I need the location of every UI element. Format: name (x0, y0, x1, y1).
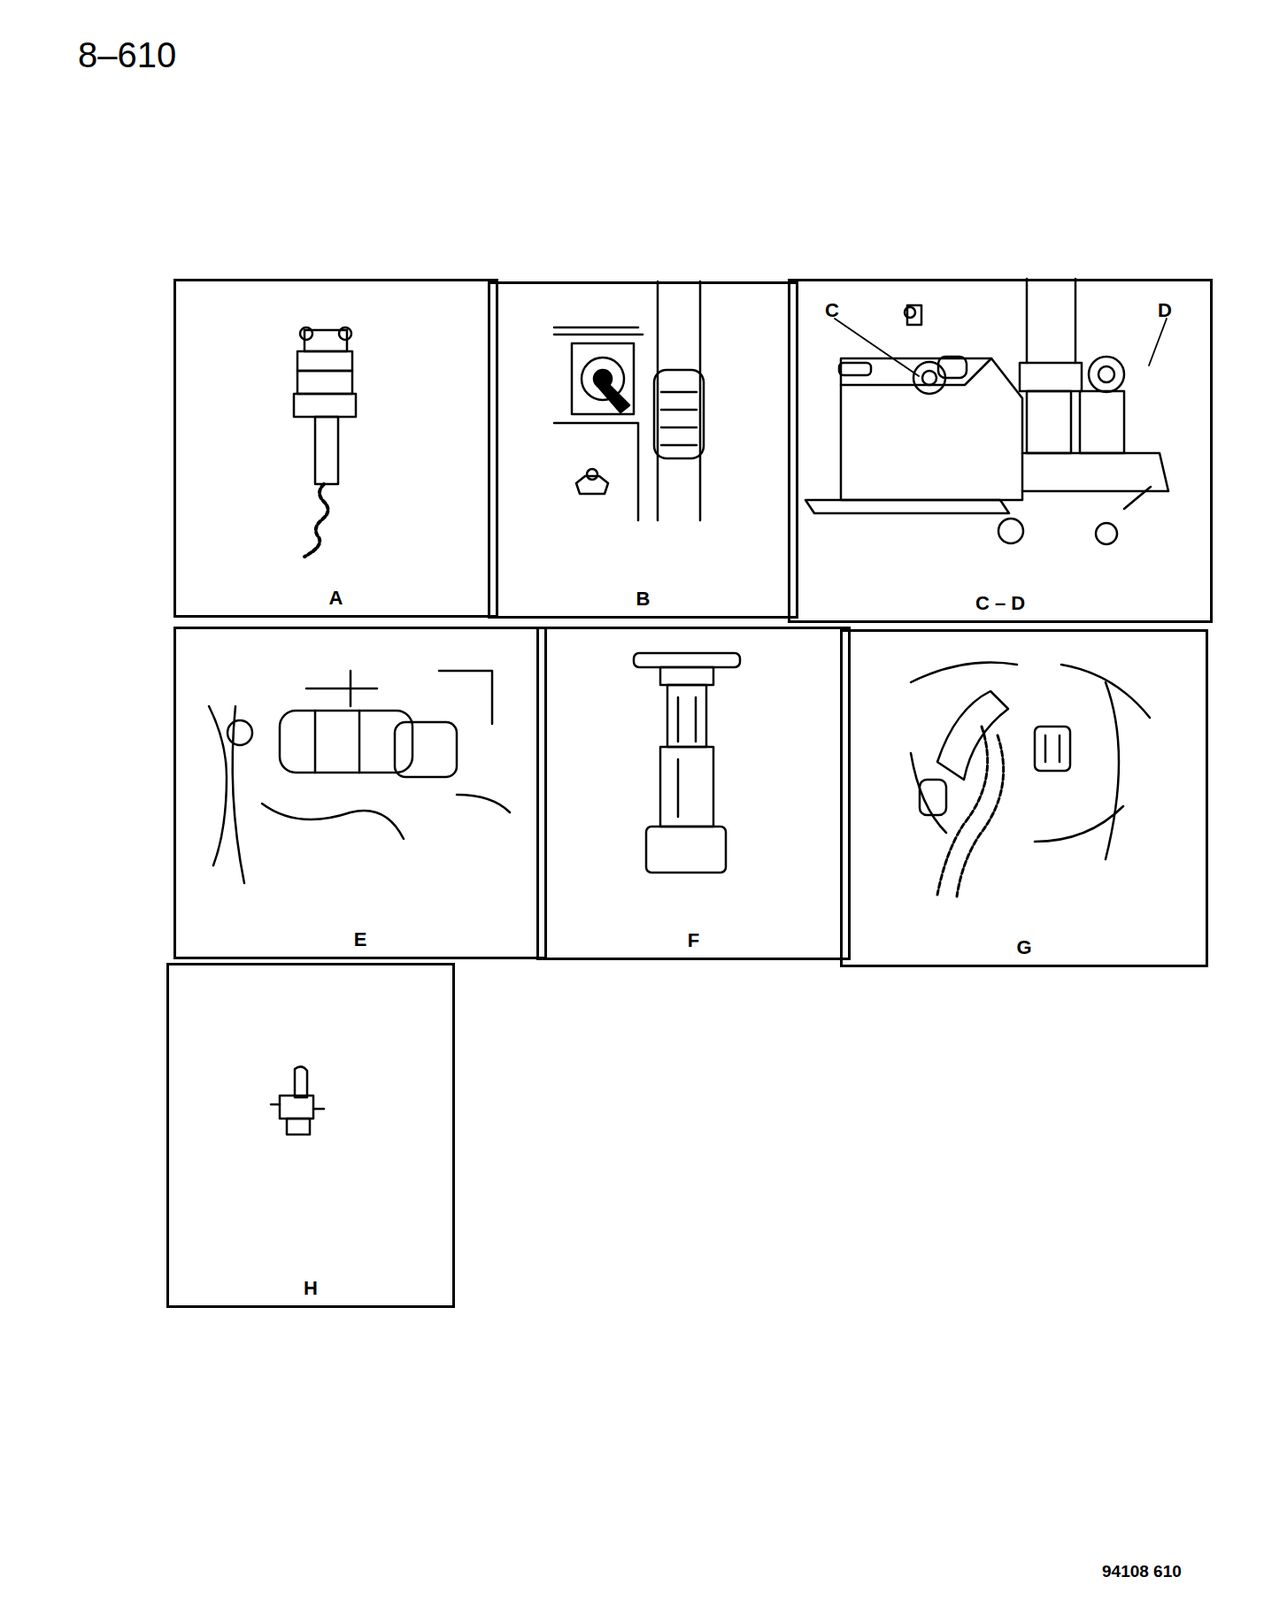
figure-panel: B (487, 281, 799, 619)
panel-letter: G (842, 936, 1206, 960)
panel-letter: H (169, 1277, 453, 1301)
engine-drawing (805, 278, 1169, 545)
figure-panel: A (173, 278, 499, 618)
figure-panel: E (173, 626, 548, 960)
page-number: 8–610 (77, 37, 177, 73)
callout-letter: C (824, 300, 840, 321)
figure-panel: C – D (787, 278, 1213, 624)
panel-letter: A (176, 586, 496, 610)
panel-letter: B (490, 587, 796, 611)
pump-drawing (633, 653, 740, 873)
sensor-drawing (554, 281, 704, 521)
figure-panel: H (166, 963, 455, 1309)
panel-letter: F (539, 929, 848, 953)
panel-letter: C – D (790, 592, 1210, 616)
figure-number: 94108 610 (1102, 1563, 1182, 1580)
sensor-drawing (208, 670, 510, 884)
callout-letter: D (1157, 300, 1172, 321)
sensor-drawing (293, 327, 356, 557)
figure-panel: G (840, 629, 1209, 968)
engine-drawing (910, 662, 1150, 898)
figure-panel: F (536, 626, 851, 961)
panel-letter: E (176, 928, 545, 952)
switch-drawing (270, 1066, 324, 1135)
